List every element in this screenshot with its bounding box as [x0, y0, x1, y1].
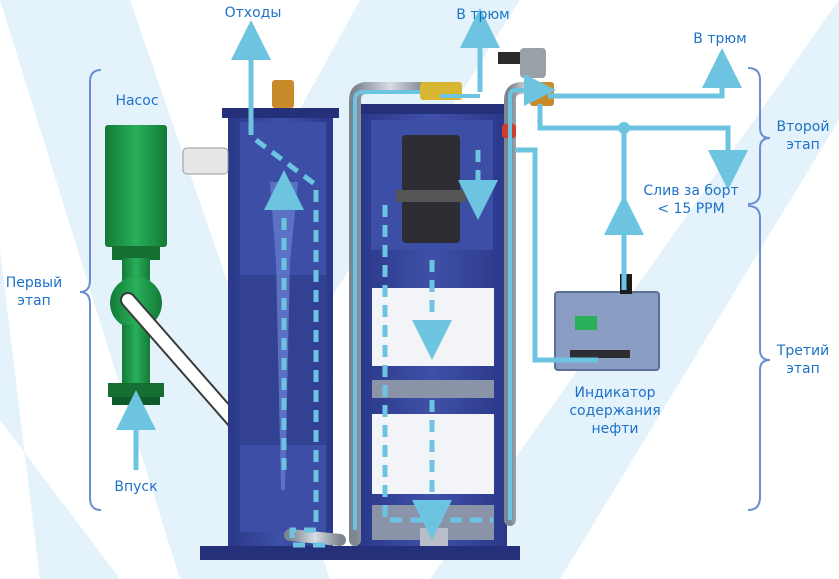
solenoid-valve — [520, 48, 546, 78]
second-stage-line2: этап — [786, 137, 820, 153]
overboard-line2: < 15 PPM — [657, 201, 725, 217]
oil-content-meter — [554, 274, 660, 371]
first-stage-line1: Первый — [5, 275, 63, 291]
brace-second-stage — [747, 67, 771, 205]
waste-label: Отходы — [224, 5, 282, 21]
third-stage-line1: Третий — [776, 343, 830, 359]
oil-indicator-line2: содержания — [569, 403, 661, 419]
to-bilge-top-label: В трюм — [456, 7, 510, 23]
third-stage-label: Третий этап — [772, 342, 834, 378]
stage-braces — [79, 67, 771, 511]
overboard-line1: Слив за борт — [643, 183, 739, 199]
pump-label: Насос — [115, 93, 159, 109]
second-stage-label: Второй этап — [772, 118, 834, 154]
overboard-label: Слив за борт < 15 PPM — [636, 182, 746, 218]
flow-arrows — [116, 8, 748, 548]
first-stage-line2: этап — [17, 293, 51, 309]
sensor-box — [182, 147, 229, 175]
oil-indicator-label: Индикатор содержания нефти — [560, 384, 670, 438]
coalescer-filter — [402, 135, 460, 243]
oil-indicator-line3: нефти — [591, 421, 639, 437]
inlet-label: Впуск — [114, 479, 158, 495]
oil-indicator-line1: Индикатор — [574, 385, 656, 401]
brace-third-stage — [747, 205, 771, 511]
brace-first-stage — [79, 69, 102, 511]
second-stage-line1: Второй — [776, 119, 830, 135]
first-stage-label: Первый этап — [0, 274, 68, 310]
waste-valve — [272, 80, 294, 108]
to-bilge-right-label: В трюм — [693, 31, 747, 47]
third-stage-line2: этап — [786, 361, 820, 377]
